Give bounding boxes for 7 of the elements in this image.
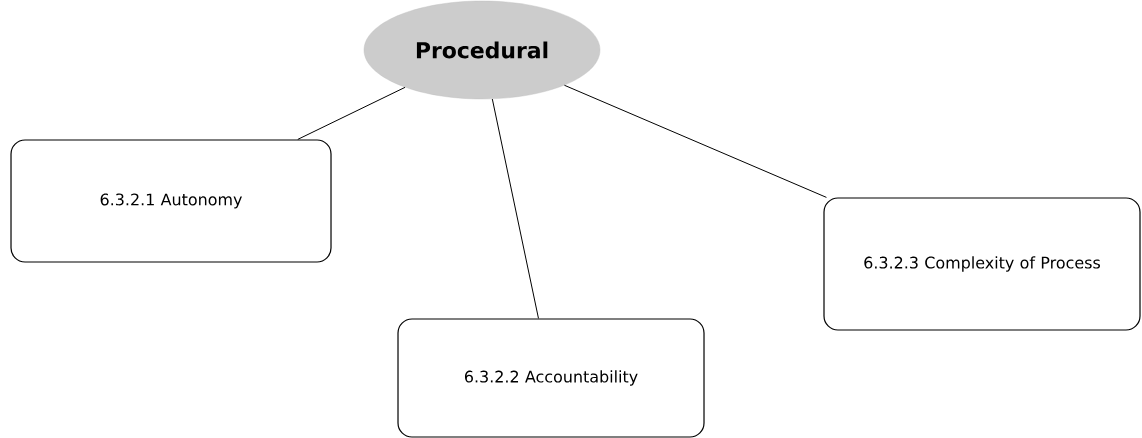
connector-line [297, 86, 406, 140]
process-box: 6.3.2.2 Accountability [397, 318, 705, 438]
connector-line [491, 98, 539, 319]
process-box: 6.3.2.3 Complexity of Process [823, 197, 1141, 331]
ellipse-node: Procedural [363, 0, 601, 100]
connector-line [563, 84, 827, 198]
process-box: 6.3.2.1 Autonomy [10, 139, 332, 263]
